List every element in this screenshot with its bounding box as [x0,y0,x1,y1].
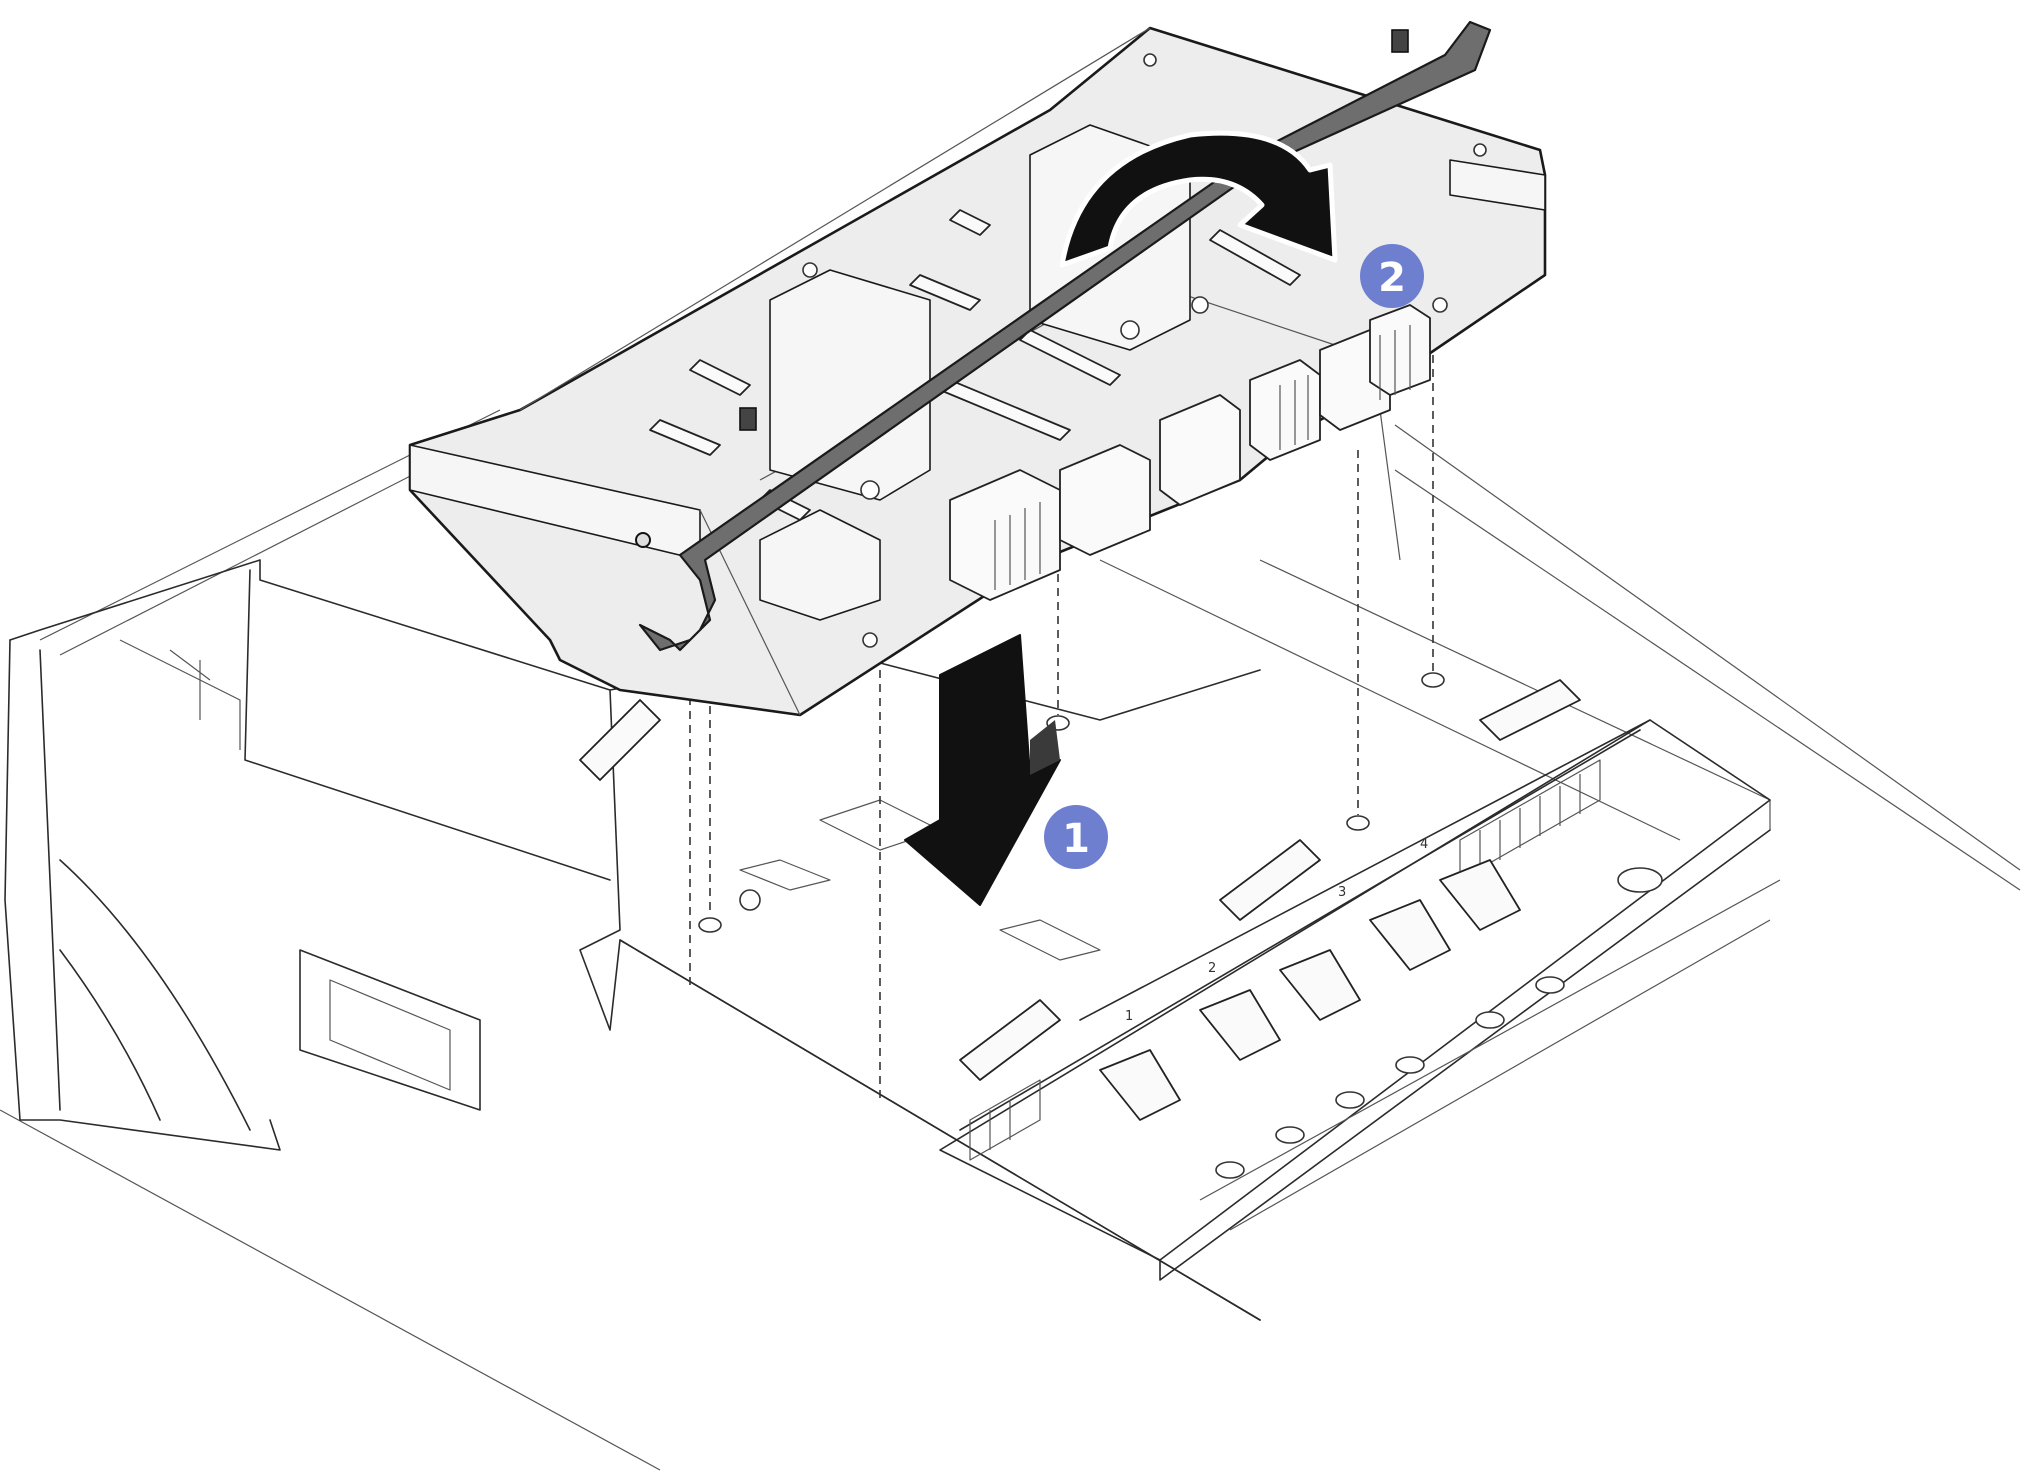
release-handle [638,20,1492,652]
rotate-arrow-icon [1059,130,1338,268]
slot-connectors [649,209,1301,521]
shelf-holes [1215,867,1663,1179]
guide-pins [698,672,1445,933]
step-badge-2: 2 [1360,244,1424,308]
bay-connectors [1099,859,1521,1121]
bay-label-3: 3 [1338,885,1346,900]
server-chassis: 1 2 3 4 [0,355,2021,1471]
power-connectors [949,304,1431,601]
board-tray-assembly [408,20,1547,717]
step-number-2: 2 [1378,255,1406,301]
step-number-1: 1 [1062,816,1090,862]
bay-label-2: 2 [1208,961,1216,976]
fan-grille [969,759,1601,1161]
bay-latches [579,679,1581,1081]
bay-label-4: 4 [1420,837,1428,852]
down-arrow-icon [904,634,1061,906]
tray-screws [802,53,1487,648]
bay-label-1: 1 [1125,1009,1133,1024]
step-badge-1: 1 [1044,805,1108,869]
